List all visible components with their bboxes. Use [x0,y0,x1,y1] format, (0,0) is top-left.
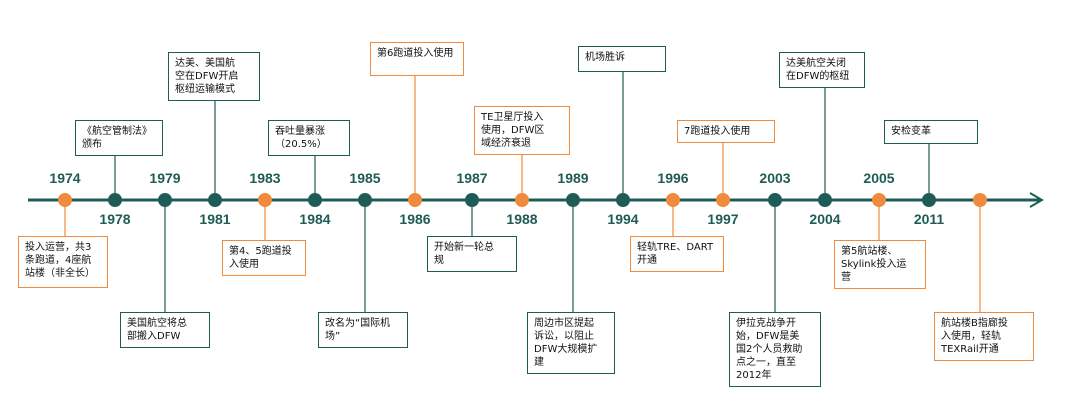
event-box: 吞吐量暴涨 （20.5%） [268,120,350,156]
event-marker [308,193,322,207]
year-label: 1996 [657,170,689,186]
event-marker [108,193,122,207]
year-label: 1988 [506,211,538,227]
event-box: 机场胜诉 [578,46,666,72]
event-marker [973,193,987,207]
year-label: 1981 [199,211,231,227]
event-box: 航站楼B指廊投 入使用，轻轨 TEXRail开通 [934,312,1034,361]
year-label: 1983 [249,170,281,186]
year-label: 2005 [863,170,895,186]
event-box: 美国航空将总 部搬入DFW [120,312,210,348]
event-box: 轻轨TRE、DART 开通 [630,236,724,272]
event-box: 达美航空关闭 在DFW的枢纽 [779,52,865,88]
event-box: 第5航站楼、 Skylink投入运 营 [834,240,926,289]
event-marker [768,193,782,207]
event-marker [922,193,936,207]
year-label: 1997 [707,211,739,227]
event-marker [716,193,730,207]
event-marker [872,193,886,207]
year-label: 1985 [349,170,381,186]
event-marker [358,193,372,207]
event-box: 第4、5跑道投 入使用 [222,240,306,276]
year-label: 1984 [299,211,331,227]
event-box: 改名为“国际机 场” [318,312,408,348]
event-box: 周边市区提起 诉讼，以阻止 DFW大规模扩 建 [527,312,615,374]
event-marker [208,193,222,207]
event-box: 达美、美国航 空在DFW开启 枢纽运输模式 [168,52,260,101]
event-box: 《航空管制法》 颁布 [75,120,163,156]
year-label: 1989 [557,170,589,186]
event-marker [258,193,272,207]
event-marker [566,193,580,207]
year-label: 1987 [456,170,488,186]
event-marker [666,193,680,207]
event-marker [616,193,630,207]
event-marker [465,193,479,207]
timeline-arrowhead [1029,192,1044,208]
event-box: TE卫星厅投入 使用，DFW区 域经济衰退 [474,106,570,155]
year-label: 1986 [399,211,431,227]
year-label: 2011 [913,211,945,227]
event-box: 开始新一轮总 规 [427,236,517,272]
event-marker [515,193,529,207]
year-label: 1994 [607,211,639,227]
event-box: 安检变革 [884,120,978,144]
event-marker [408,193,422,207]
event-box: 伊拉克战争开 始，DFW是美 国2个人员救助 点之一，直至 2012年 [729,312,821,387]
event-marker [158,193,172,207]
event-box: 第6跑道投入使用 [370,42,464,76]
year-label: 1978 [99,211,131,227]
event-box: 7跑道投入使用 [677,120,775,143]
year-label: 1979 [149,170,181,186]
year-label: 2004 [809,211,841,227]
event-box: 投入运营，共3 条跑道，4座航 站楼（非全长） [18,236,108,288]
year-label: 1974 [49,170,81,186]
year-label: 2003 [759,170,791,186]
event-marker [818,193,832,207]
event-marker [58,193,72,207]
